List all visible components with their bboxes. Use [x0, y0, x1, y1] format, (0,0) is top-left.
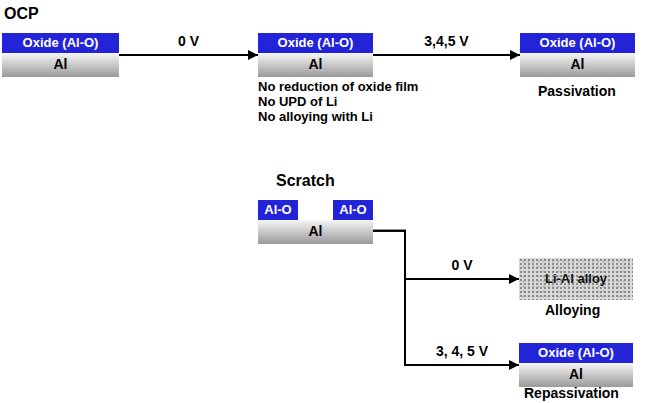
- voltage-label: 3,4,5 V: [422, 34, 470, 49]
- sample-stack: Oxide (Al-O) Al: [519, 343, 633, 387]
- note-text: No alloying with Li: [258, 110, 373, 124]
- layer-label: Al: [54, 57, 68, 72]
- sample-stack: Al-O Al-O Al: [258, 200, 373, 244]
- layer-label: Al: [569, 367, 583, 382]
- layer-label: Oxide (Al-O): [278, 36, 354, 50]
- arrow-connector: [373, 54, 520, 56]
- note-text: No reduction of oxide film: [258, 80, 418, 94]
- metal-layer: Al: [519, 363, 633, 387]
- layer-label: Al: [309, 57, 323, 72]
- layer-label: Oxide (Al-O): [538, 346, 614, 360]
- result-label: Repassivation: [524, 386, 619, 401]
- oxide-fragment: Al-O: [333, 200, 373, 220]
- layer-label: Al-O: [339, 203, 366, 217]
- arrow-connector: [119, 54, 258, 56]
- voltage-label: 0 V: [449, 258, 474, 273]
- result-label: Alloying: [545, 303, 600, 318]
- layer-label: Al: [309, 224, 323, 239]
- oxide-layer: Oxide (Al-O): [2, 33, 119, 53]
- oxide-layer: Oxide (Al-O): [520, 33, 635, 53]
- note-text: No UPD of Li: [258, 95, 337, 109]
- layer-label: Oxide (Al-O): [23, 36, 99, 50]
- arrow-connector: [373, 231, 519, 279]
- layer-label: Al: [571, 57, 585, 72]
- metal-layer: Al: [258, 220, 373, 244]
- sample-stack: Oxide (Al-O) Al: [2, 33, 119, 77]
- condition-label: OCP: [4, 5, 39, 23]
- oxide-layer: Oxide (Al-O): [258, 33, 373, 53]
- voltage-label: 0 V: [176, 34, 201, 49]
- result-label: Passivation: [538, 84, 616, 99]
- alloy-layer: Li-Al alloy: [519, 258, 633, 300]
- arrow-connector: [373, 231, 519, 365]
- layer-label: Al-O: [264, 203, 291, 217]
- metal-layer: Al: [520, 53, 635, 77]
- oxide-layer: Oxide (Al-O): [519, 343, 633, 363]
- metal-layer: Al: [258, 53, 373, 77]
- alloy-sample: Li-Al alloy: [519, 258, 633, 300]
- layer-label: Oxide (Al-O): [540, 36, 616, 50]
- oxide-fragment: Al-O: [258, 200, 298, 220]
- voltage-label: 3, 4, 5 V: [434, 344, 490, 359]
- condition-label: Scratch: [276, 172, 335, 190]
- sample-stack: Oxide (Al-O) Al: [520, 33, 635, 77]
- layer-label: Li-Al alloy: [545, 272, 607, 286]
- scratched-oxide-row: Al-O Al-O: [258, 200, 373, 220]
- metal-layer: Al: [2, 53, 119, 77]
- sample-stack: Oxide (Al-O) Al: [258, 33, 373, 77]
